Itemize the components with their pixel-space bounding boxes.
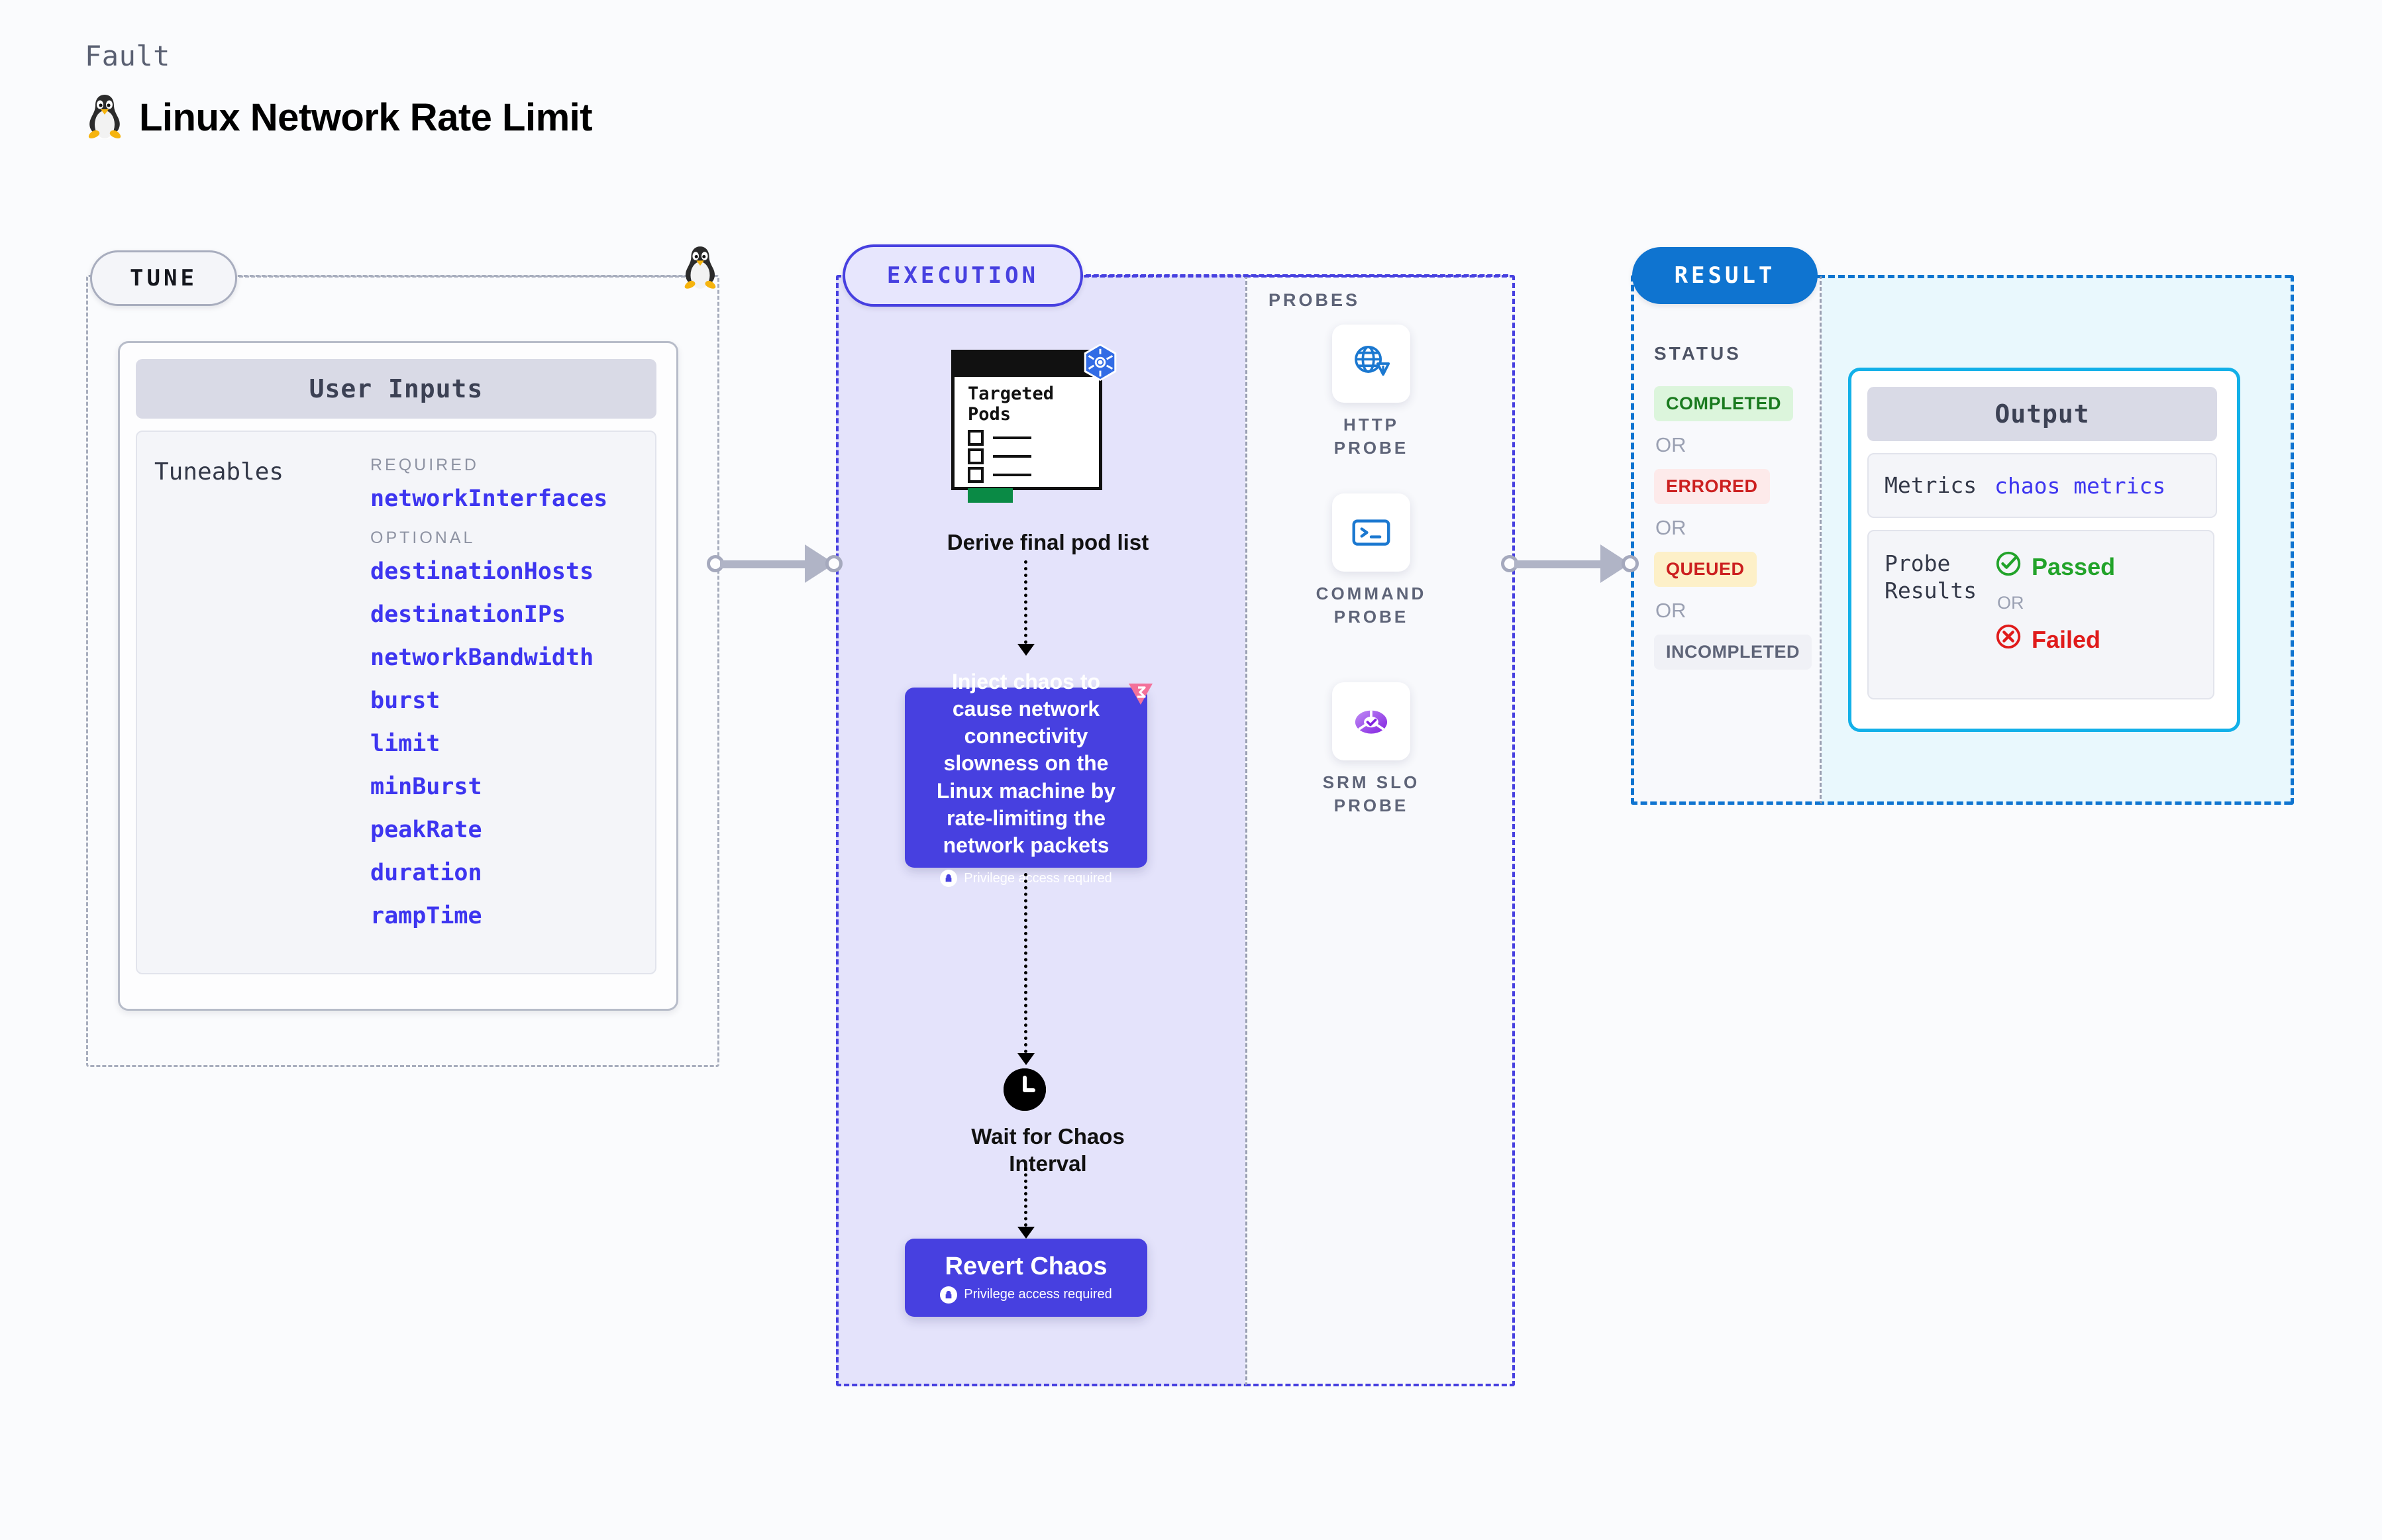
pod-status-bar (968, 488, 1013, 503)
probe-http-caption: HTTP PROBE (1333, 415, 1409, 458)
check-circle-icon (1994, 550, 2022, 584)
privilege-note-text: Privilege access required (964, 1287, 1112, 1302)
or-separator: OR (1655, 433, 1686, 456)
tux-penguin-icon (681, 244, 719, 293)
kubernetes-icon (1080, 342, 1121, 387)
result-panel (1631, 275, 1822, 805)
flow-arrow-head (1017, 1053, 1035, 1065)
tuneable-peakrate[interactable]: peakRate (370, 817, 482, 843)
litmus-chaos-icon (1125, 677, 1157, 712)
x-circle-icon (1994, 623, 2022, 656)
group-heading-optional: OPTIONAL (370, 529, 476, 547)
inject-chaos-box[interactable]: Inject chaos to cause network connectivi… (905, 670, 1147, 888)
user-inputs-card: User Inputs Tuneables REQUIRED networkIn… (118, 341, 678, 1011)
eyebrow-label: Fault (85, 40, 170, 72)
pod-list-item (968, 430, 1031, 446)
metrics-value[interactable]: chaos metrics (1994, 472, 2166, 499)
page-title: Linux Network Rate Limit (139, 96, 593, 139)
probe-results-values: Passed OR Failed (1994, 550, 2115, 656)
flow-arrow-head (1017, 1227, 1035, 1239)
or-separator: OR (1655, 599, 1686, 622)
result-badge: RESULT (1632, 247, 1818, 304)
tuneables-list: REQUIRED networkInterfaces OPTIONAL dest… (370, 456, 607, 946)
probes-label: PROBES (1269, 290, 1361, 310)
inject-chaos-text: Inject chaos to cause network connectivi… (936, 669, 1116, 858)
probe-result-failed: Failed (1994, 623, 2115, 656)
status-label: STATUS (1654, 343, 1741, 364)
privilege-note: Privilege access required (940, 1286, 1112, 1304)
probe-http[interactable]: HTTP PROBE (1312, 325, 1431, 460)
checkbox-icon (968, 430, 984, 446)
or-separator: OR (1655, 516, 1686, 539)
status-badge-queued: QUEUED (1654, 552, 1757, 587)
tune-connector-line (233, 276, 697, 278)
probe-command-caption: COMMAND PROBE (1316, 584, 1427, 627)
group-heading-required: REQUIRED (370, 456, 479, 474)
privilege-note: Privilege access required (940, 870, 1112, 888)
tuneable-networkinterfaces[interactable]: networkInterfaces (370, 486, 608, 512)
globe-warning-icon (1332, 325, 1410, 403)
pod-card-titlebar (955, 353, 1099, 377)
status-list: COMPLETED OR ERRORED OR QUEUED OR INCOMP… (1654, 386, 1812, 670)
slo-donut-check-icon (1332, 682, 1410, 760)
probe-srm-slo-caption: SRM SLO PROBE (1322, 772, 1420, 816)
revert-chaos-title: Revert Chaos (945, 1252, 1108, 1280)
lock-icon (940, 1286, 958, 1304)
tuneable-destinationhosts[interactable]: destinationHosts (370, 558, 594, 585)
flow-arrow-head (1017, 644, 1035, 656)
tune-badge: TUNE (90, 250, 237, 306)
tux-penguin-icon (85, 92, 125, 143)
clock-icon (1004, 1068, 1046, 1111)
checkbox-icon (968, 467, 984, 483)
tuneable-destinationips[interactable]: destinationIPs (370, 601, 566, 628)
pod-list-item (968, 448, 1031, 464)
derive-pod-list-label: Derive final pod list (947, 530, 1149, 554)
checkbox-icon (968, 448, 984, 464)
status-badge-incompleted: INCOMPLETED (1654, 635, 1812, 670)
lock-icon (940, 870, 958, 888)
user-inputs-title: User Inputs (136, 359, 656, 419)
or-separator: OR (1997, 593, 2024, 613)
tuneable-limit[interactable]: limit (370, 731, 440, 757)
fault-title-row: Linux Network Rate Limit (85, 92, 593, 143)
tuneable-networkbandwidth[interactable]: networkBandwidth (370, 644, 594, 671)
terminal-icon (1332, 493, 1410, 572)
tuneable-duration[interactable]: duration (370, 860, 482, 886)
user-inputs-body: Tuneables REQUIRED networkInterfaces OPT… (136, 431, 656, 974)
metrics-key: Metrics (1885, 472, 1977, 499)
metrics-row: Metrics chaos metrics (1867, 453, 2217, 518)
probe-result-passed: Passed (1994, 550, 2115, 584)
probe-srm-slo[interactable]: SRM SLO PROBE (1312, 682, 1431, 817)
privilege-note-text: Privilege access required (964, 870, 1112, 886)
status-badge-completed: COMPLETED (1654, 386, 1794, 421)
pod-list-item (968, 467, 1031, 483)
execution-badge: EXECUTION (843, 244, 1083, 307)
flow-arrow (1024, 560, 1030, 644)
probe-command[interactable]: COMMAND PROBE (1312, 493, 1431, 629)
tuneable-minburst[interactable]: minBurst (370, 774, 482, 800)
tuneable-ramptime[interactable]: rampTime (370, 903, 482, 929)
page-header: Fault Linux Network Rate Limit (85, 40, 593, 143)
passed-label: Passed (2032, 552, 2116, 580)
flow-arrow (1024, 873, 1030, 1053)
tuneable-burst[interactable]: burst (370, 688, 440, 714)
status-badge-errored: ERRORED (1654, 469, 1770, 504)
tuneables-label: Tuneables (154, 458, 284, 486)
failed-label: Failed (2032, 625, 2101, 653)
revert-chaos-box[interactable]: Revert Chaos Privilege access required (905, 1239, 1147, 1317)
flow-arrow (1024, 1167, 1030, 1227)
execution-connector-line (1078, 274, 1508, 277)
output-title: Output (1867, 387, 2217, 441)
